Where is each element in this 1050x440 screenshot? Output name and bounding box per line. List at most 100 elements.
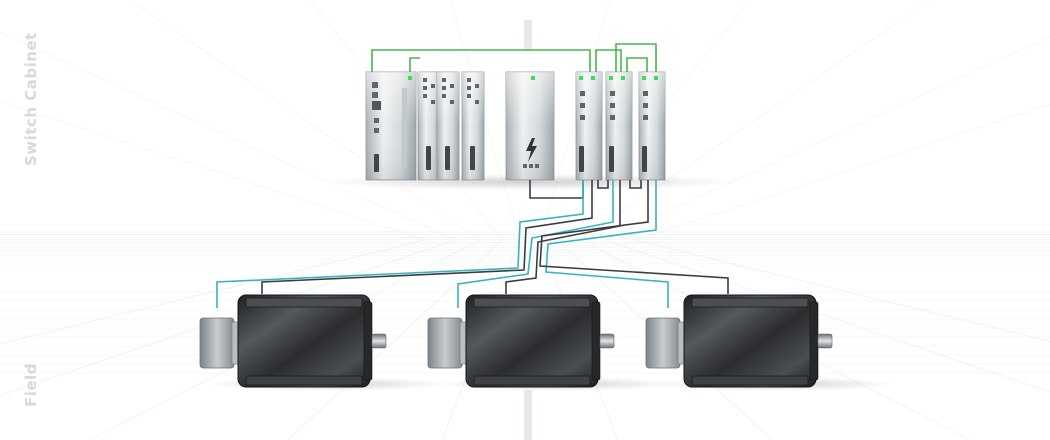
indicator-square xyxy=(580,103,585,108)
io-connector xyxy=(426,146,431,170)
indicator-square xyxy=(535,164,539,168)
perspective-line xyxy=(0,239,426,345)
perspective-line xyxy=(579,0,931,241)
motor-body xyxy=(465,294,599,388)
controller-cpu-module-sheen xyxy=(366,72,416,180)
perspective-line xyxy=(604,239,1050,393)
network-cable xyxy=(615,43,657,72)
perspective-line xyxy=(129,0,481,241)
io-connector xyxy=(470,146,475,170)
drive-led xyxy=(591,76,595,80)
drive-connector xyxy=(642,146,647,172)
perspective-line xyxy=(0,100,426,241)
motor-front-flange xyxy=(591,301,601,381)
io-module-1-sheen xyxy=(418,72,440,180)
drive-module-1 xyxy=(575,71,603,181)
lightning-icon xyxy=(526,138,537,162)
perspective-line xyxy=(634,104,1050,241)
io-module-1 xyxy=(417,71,441,181)
motor-shaft xyxy=(817,333,833,349)
motor-shaft xyxy=(599,333,615,349)
indicator-square xyxy=(467,94,471,98)
motor-top-rib xyxy=(245,297,363,308)
servo-motors xyxy=(199,294,894,391)
controller-display xyxy=(372,101,381,110)
field-label: Field xyxy=(22,363,40,407)
drive-led xyxy=(654,76,658,80)
perspective-line xyxy=(0,239,456,396)
drive-led xyxy=(621,76,625,80)
encoder-cable xyxy=(216,180,584,308)
motor-bottom-rib xyxy=(691,375,809,386)
indicator-square xyxy=(374,118,379,123)
drive-led xyxy=(579,76,583,80)
motor-top-rib xyxy=(473,297,591,308)
power-supply-led xyxy=(531,76,535,80)
perspective-line xyxy=(539,0,611,241)
motor-body xyxy=(237,294,371,388)
motor-power-cable xyxy=(539,180,729,294)
motor-bottom-rib xyxy=(245,375,363,386)
network-cable xyxy=(409,57,420,72)
encoder-housing xyxy=(427,317,463,369)
indicator-square xyxy=(475,100,479,104)
controller-connector xyxy=(374,154,379,172)
network-cable xyxy=(595,49,622,72)
encoder-cable xyxy=(457,180,614,308)
servo-motor-3 xyxy=(645,294,894,391)
encoder-housing xyxy=(199,317,235,369)
perspective-line xyxy=(0,31,456,241)
encoder-cable xyxy=(545,180,669,308)
perspective-line xyxy=(634,239,1050,342)
io-module-2 xyxy=(436,71,460,181)
network-cables xyxy=(371,43,657,72)
io-module-2-sheen xyxy=(437,72,459,180)
controller-cpu-module xyxy=(365,71,417,181)
dc-bus-cable xyxy=(597,180,609,189)
indicator-square xyxy=(643,91,648,96)
motor-power-cable xyxy=(261,180,593,294)
drive-module-3 xyxy=(638,71,666,181)
indicator-square xyxy=(442,78,446,82)
io-module-3 xyxy=(461,71,485,181)
indicator-square xyxy=(475,84,479,88)
indicator-square xyxy=(423,94,427,98)
io-connector xyxy=(445,146,450,170)
io-module-3-sheen xyxy=(462,72,484,180)
controller-led xyxy=(408,76,412,80)
indicator-square xyxy=(523,164,527,168)
drive-module-2 xyxy=(605,71,633,181)
indicator-square xyxy=(580,115,585,120)
encoder-housing xyxy=(645,317,681,369)
indicator-square xyxy=(580,91,585,96)
perspective-line xyxy=(449,0,521,241)
dc-bus-cable xyxy=(629,180,642,189)
power-supply-module-sheen xyxy=(506,72,554,180)
network-cable xyxy=(371,49,591,72)
motor-shaft xyxy=(371,333,387,349)
indicator-square xyxy=(610,115,615,120)
motor-body xyxy=(683,294,817,388)
indicator-square xyxy=(423,78,427,82)
indicator-square xyxy=(467,78,471,82)
indicator-square xyxy=(374,128,379,133)
indicator-square xyxy=(372,82,378,88)
indicator-square xyxy=(467,86,471,90)
drive-connector xyxy=(609,146,614,172)
servo-motor-1 xyxy=(199,294,448,391)
motor-front-flange xyxy=(809,301,819,381)
switch-cabinet-label: Switch Cabinet xyxy=(22,32,40,166)
motor-bottom-rib xyxy=(473,375,591,386)
controller-rail xyxy=(402,88,407,168)
indicator-square xyxy=(431,100,435,104)
power-supply-module xyxy=(505,71,555,181)
motor-power-cable xyxy=(505,180,621,294)
indicator-square xyxy=(431,84,435,88)
switch-cabinet-modules xyxy=(365,71,666,181)
indicator-square xyxy=(450,100,454,104)
motor-front-flange xyxy=(363,301,373,381)
indicator-square xyxy=(442,86,446,90)
network-cable xyxy=(626,57,648,72)
beam-highlight xyxy=(524,20,532,50)
indicator-square xyxy=(643,115,648,120)
